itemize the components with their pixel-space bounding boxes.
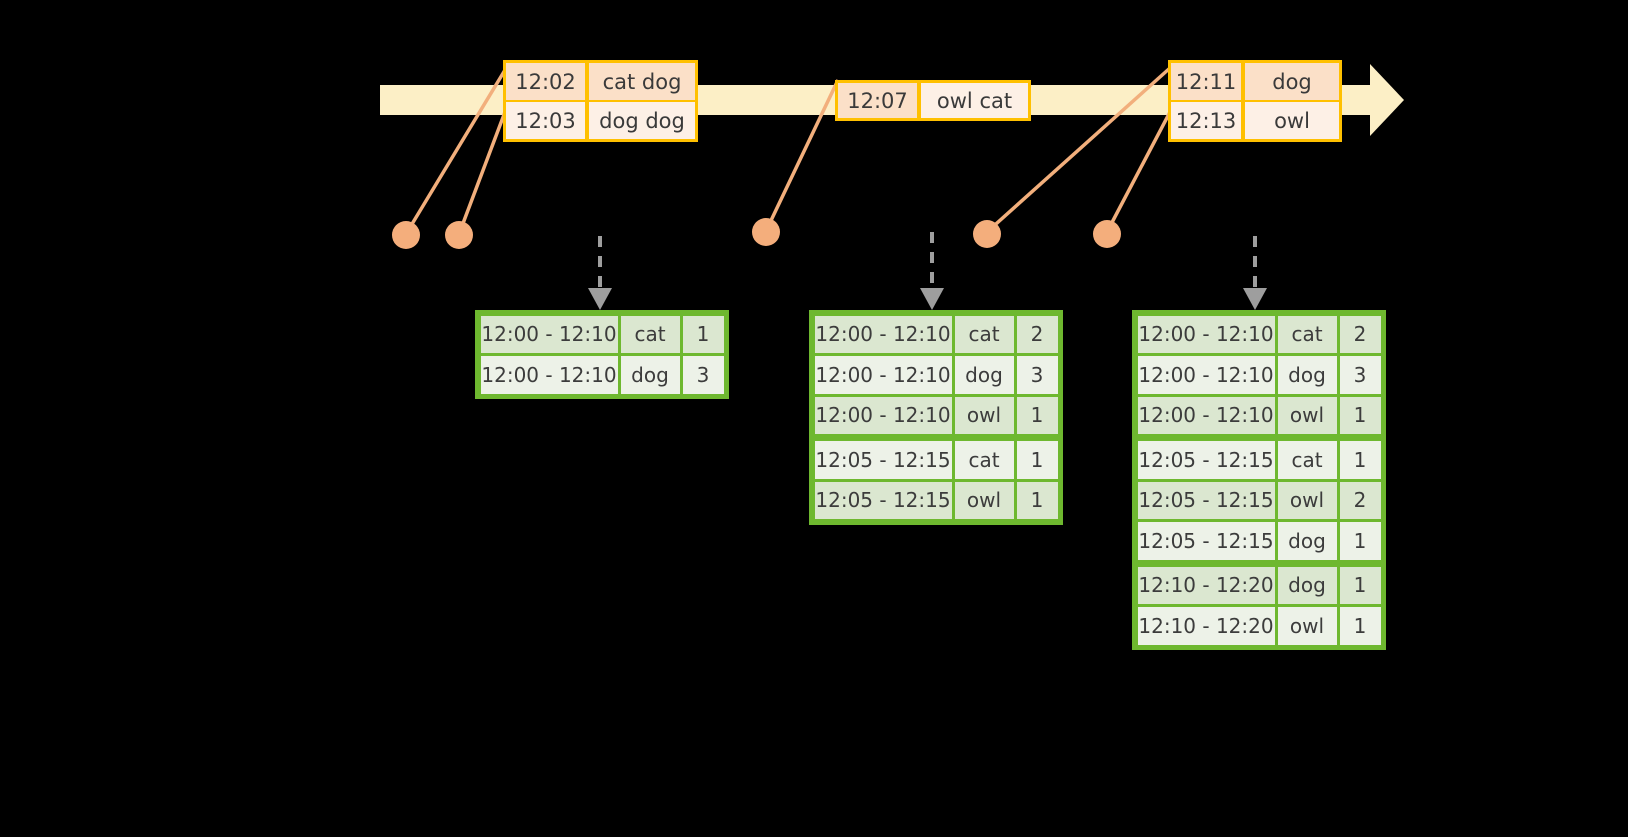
count-cell: 1	[1339, 522, 1381, 560]
count-cell: 1	[682, 315, 724, 353]
count-cell: 2	[1016, 315, 1058, 353]
count-cell: 1	[1339, 396, 1381, 434]
animal-cell: owl	[1277, 481, 1337, 519]
count-cell: 1	[1339, 441, 1381, 479]
window-range-cell: 12:10 - 12:20	[1137, 566, 1275, 604]
window-range-cell: 12:05 - 12:15	[814, 481, 952, 519]
animal-cell: owl	[954, 481, 1014, 519]
animal-cell: cat	[1277, 441, 1337, 479]
connector-3	[764, 79, 840, 232]
count-cell: 2	[1339, 481, 1381, 519]
window-range-cell: 12:10 - 12:20	[1137, 607, 1275, 645]
animal-cell: cat	[954, 315, 1014, 353]
animal-cell: dog	[1277, 522, 1337, 560]
count-cell: 3	[682, 356, 724, 394]
marker-dot-2	[445, 221, 473, 249]
marker-dot-1	[392, 221, 420, 249]
window-range-cell: 12:00 - 12:10	[1137, 315, 1275, 353]
event-payload-3[interactable]: owl cat	[918, 80, 1031, 121]
count-cell: 1	[1016, 396, 1058, 434]
marker-dot-4	[973, 220, 1001, 248]
count-cell: 3	[1016, 356, 1058, 394]
animal-cell: owl	[1277, 607, 1337, 645]
event-payload-1[interactable]: cat dog	[586, 60, 698, 102]
animal-cell: dog	[1277, 566, 1337, 604]
window-range-cell: 12:00 - 12:10	[814, 356, 952, 394]
count-cell: 1	[1339, 607, 1381, 645]
window-group-separator	[813, 435, 1059, 440]
animal-cell: owl	[954, 396, 1014, 434]
count-cell: 3	[1339, 356, 1381, 394]
count-cell: 1	[1016, 441, 1058, 479]
animal-cell: cat	[1277, 315, 1337, 353]
event-payload-4[interactable]: dog	[1242, 60, 1342, 102]
connector-1	[404, 69, 507, 235]
animal-cell: owl	[1277, 396, 1337, 434]
marker-dot-3	[752, 218, 780, 246]
event-payload-2[interactable]: dog dog	[586, 100, 698, 142]
window-range-cell: 12:05 - 12:15	[1137, 441, 1275, 479]
count-cell: 1	[1339, 566, 1381, 604]
window-range-cell: 12:05 - 12:15	[1137, 481, 1275, 519]
window-range-cell: 12:00 - 12:10	[814, 315, 952, 353]
watermark-dots	[392, 218, 1121, 249]
count-cell: 1	[1016, 481, 1058, 519]
event-time-4[interactable]: 12:11	[1168, 60, 1244, 102]
emit-arrowheads	[588, 288, 1267, 310]
event-time-3[interactable]: 12:07	[835, 80, 920, 121]
window-range-cell: 12:05 - 12:15	[1137, 522, 1275, 560]
event-time-5[interactable]: 12:13	[1168, 100, 1244, 142]
animal-cell: cat	[620, 315, 680, 353]
connector-5	[1105, 111, 1172, 233]
event-payload-5[interactable]: owl	[1242, 100, 1342, 142]
animal-cell: cat	[954, 441, 1014, 479]
animal-cell: dog	[620, 356, 680, 394]
animal-cell: dog	[954, 356, 1014, 394]
window-range-cell: 12:05 - 12:15	[814, 441, 952, 479]
event-time-1[interactable]: 12:02	[503, 60, 588, 102]
window-range-cell: 12:00 - 12:10	[480, 315, 618, 353]
window-group-separator	[1136, 561, 1382, 565]
connector-2	[457, 111, 507, 235]
window-range-cell: 12:00 - 12:10	[1137, 356, 1275, 394]
window-range-cell: 12:00 - 12:10	[480, 356, 618, 394]
animal-cell: dog	[1277, 356, 1337, 394]
window-group-separator	[1136, 435, 1382, 440]
marker-dot-5	[1093, 220, 1121, 248]
window-range-cell: 12:00 - 12:10	[1137, 396, 1275, 434]
emit-arrows	[598, 232, 1257, 290]
window-range-cell: 12:00 - 12:10	[814, 396, 952, 434]
count-cell: 2	[1339, 315, 1381, 353]
event-time-2[interactable]: 12:03	[503, 100, 588, 142]
